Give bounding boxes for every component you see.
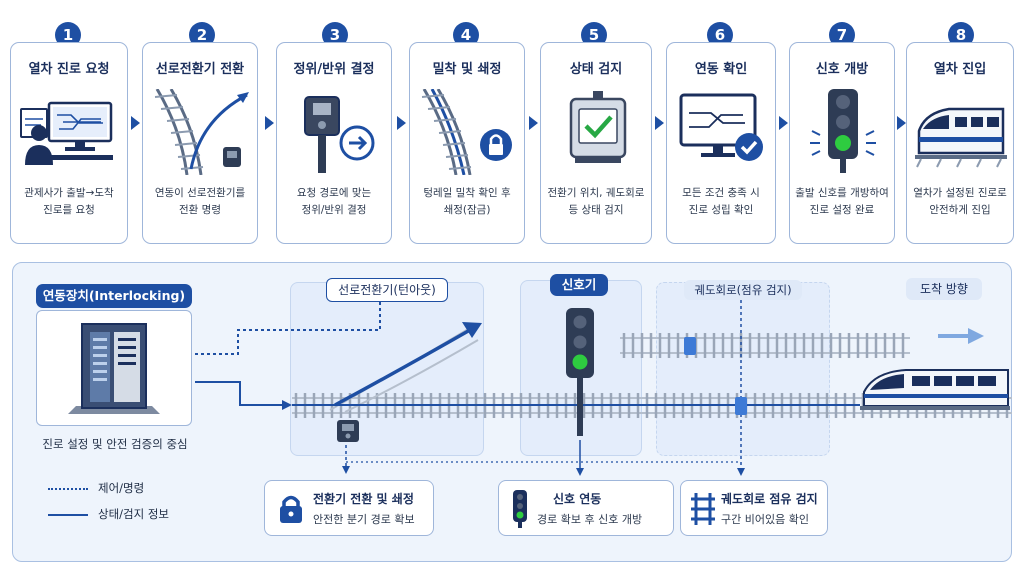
info-box-subtitle: 구간 비어있음 확인	[721, 513, 809, 526]
signal-light-icon	[566, 308, 594, 436]
info-box-title: 신호 연동	[553, 492, 602, 506]
signal-label: 신호기	[550, 274, 608, 296]
step-arrow-icon	[897, 116, 906, 130]
step-arrow-icon	[529, 116, 538, 130]
step-title: 정위/반위 결정	[293, 62, 375, 77]
interlocking-caption: 진로 설정 및 안전 검증의 중심	[42, 437, 188, 451]
locked-switch-icon	[421, 89, 512, 175]
step-arrow-icon	[265, 116, 274, 130]
step-arrow-icon	[779, 116, 788, 130]
info-box-title: 궤도회로 점유 검지	[721, 492, 818, 506]
step-title: 열차 진로 요청	[28, 62, 110, 77]
info-box-track-circuit: 궤도회로 점유 검지 구간 비어있음 확인	[680, 480, 828, 536]
legend-status-line	[48, 514, 88, 516]
step-title: 밀착 및 쇄정	[432, 62, 502, 77]
switch-machine-icon	[304, 96, 375, 173]
switch-zone	[290, 282, 484, 456]
server-cabinet-icon	[68, 323, 160, 414]
arrival-direction-label: 도착 방향	[906, 278, 982, 300]
monitor-check-icon	[679, 93, 763, 161]
detection-check-icon	[569, 91, 627, 163]
legend-control-label: 제어/명령	[98, 481, 145, 495]
green-signal-icon	[810, 89, 876, 173]
legend-status-label: 상태/검지 정보	[98, 507, 170, 521]
step-arrow-icon	[655, 116, 664, 130]
step-title: 상태 검지	[569, 62, 623, 77]
lock-icon	[280, 495, 302, 523]
info-box-subtitle: 경로 확보 후 신호 개방	[537, 513, 643, 526]
traffic-light-icon	[513, 490, 527, 528]
info-box-title: 전환기 전환 및 쇄정	[313, 492, 414, 506]
step-title: 신호 개방	[815, 62, 869, 77]
info-box-signal: 신호 연동 경로 확보 후 신호 개방	[498, 480, 674, 536]
step-arrow-icon	[397, 116, 406, 130]
track-circuit-label: 궤도회로(점유 검지)	[684, 280, 802, 300]
track-circuit-zone	[656, 282, 830, 456]
interlocking-title: 연동장치(Interlocking)	[36, 284, 192, 308]
switch-label: 선로전환기(턴아웃)	[326, 278, 448, 302]
step-arrow-icon	[131, 116, 140, 130]
train-icon	[860, 369, 1010, 410]
info-box-switch-lock: 전환기 전환 및 쇄정 안전한 분기 경로 확보	[264, 480, 434, 536]
train-icon	[915, 107, 1007, 168]
operator-workstation-icon	[20, 101, 113, 165]
step-title: 열차 진입	[933, 62, 987, 77]
legend-control-line	[48, 488, 88, 490]
step-title: 선로전환기 전환	[155, 62, 245, 77]
step-title: 연동 확인	[694, 62, 748, 77]
switch-machine-icon	[337, 420, 359, 442]
switch-turnout-icon	[154, 89, 249, 175]
info-box-subtitle: 안전한 분기 경로 확보	[313, 513, 415, 526]
track-icon	[691, 493, 715, 525]
